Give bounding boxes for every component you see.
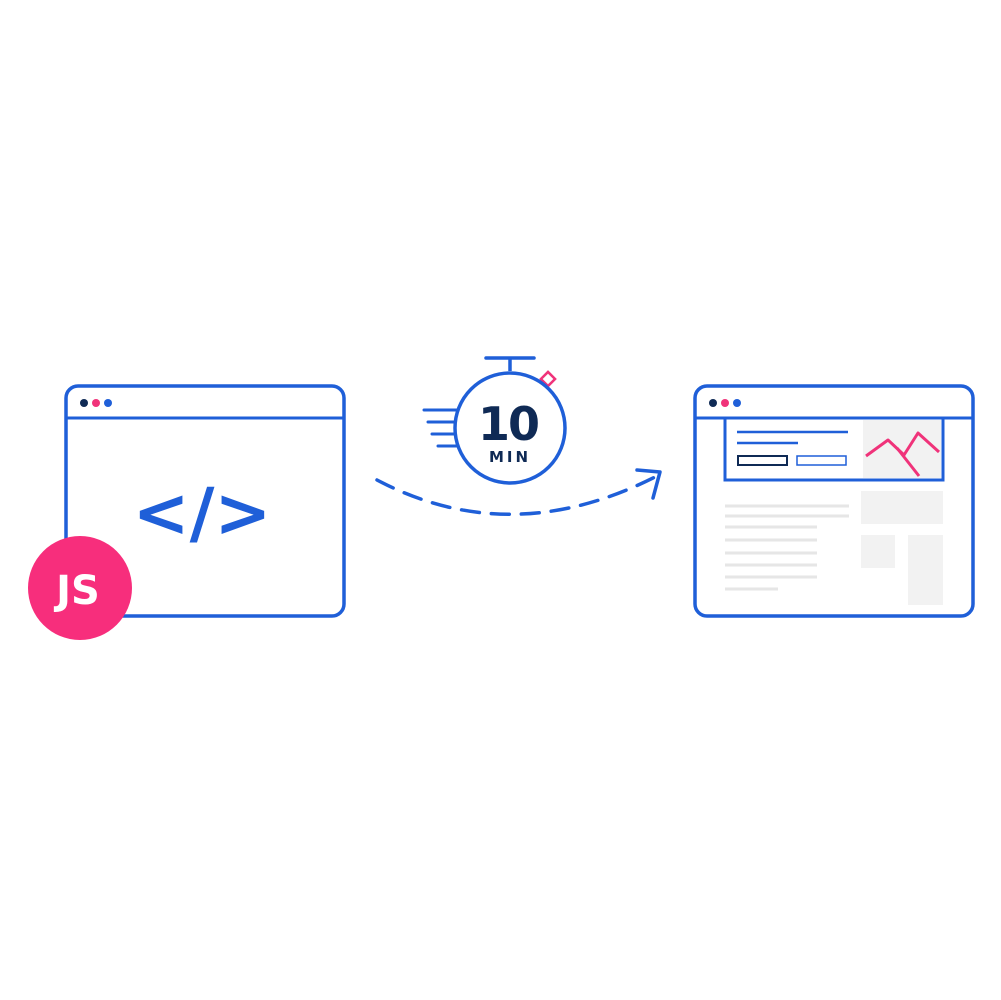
window-control-dots xyxy=(709,399,741,407)
code-brackets-icon: </> xyxy=(133,474,272,553)
mountain-image-icon xyxy=(863,420,941,478)
stopwatch-icon: 10 MIN xyxy=(422,356,567,485)
content-placeholder-blocks xyxy=(861,491,943,605)
dashed-curved-arrow-icon xyxy=(375,468,662,516)
source-browser-window: </> xyxy=(64,384,346,618)
timer-unit: MIN xyxy=(489,448,531,466)
js-badge: JS xyxy=(28,536,132,640)
website-preview-window xyxy=(693,384,975,618)
hero-primary-button xyxy=(737,455,788,466)
hero-section xyxy=(723,416,945,482)
text-placeholder-lines xyxy=(725,504,849,591)
hero-secondary-button xyxy=(796,455,847,466)
js-badge-label: JS xyxy=(53,568,100,614)
timer-value: 10 xyxy=(478,397,538,451)
window-control-dots xyxy=(80,399,112,407)
